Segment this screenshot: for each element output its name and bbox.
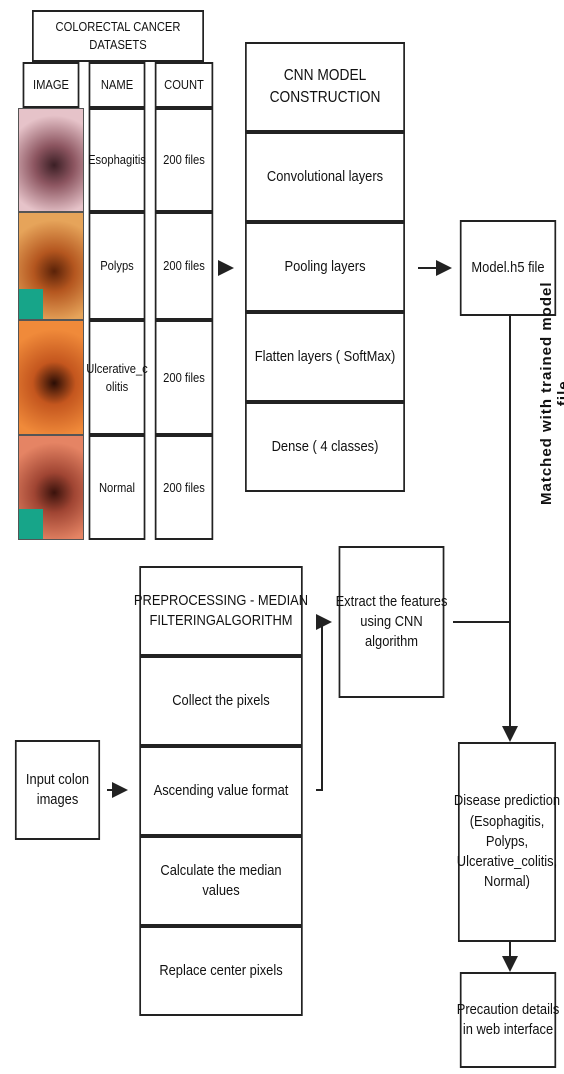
dataset-header-count: COUNT bbox=[155, 62, 213, 108]
dataset-thumbnail bbox=[18, 212, 84, 320]
preprocess-step-collect: Collect the pixels bbox=[139, 656, 302, 746]
arrow-preprocess-to-extract bbox=[316, 622, 330, 790]
dataset-row-count: 200 files bbox=[155, 320, 213, 435]
cnn-layer-dense: Dense ( 4 classes) bbox=[245, 402, 405, 492]
cnn-title: CNN MODEL CONSTRUCTION bbox=[245, 42, 405, 132]
dataset-row-name: Ulcerative_c olitis bbox=[89, 320, 146, 435]
extract-features-box: Extract the features using CNN algorithm bbox=[339, 546, 445, 698]
cnn-layer-pooling: Pooling layers bbox=[245, 222, 405, 312]
preprocess-step-ascending: Ascending value format bbox=[139, 746, 302, 836]
preprocess-step-replace: Replace center pixels bbox=[139, 926, 302, 1016]
dataset-thumbnail bbox=[18, 320, 84, 435]
dataset-thumbnail bbox=[18, 108, 84, 212]
dataset-thumbnail bbox=[18, 435, 84, 540]
dataset-row-name: Normal bbox=[89, 435, 146, 540]
dataset-row-count: 200 files bbox=[155, 212, 213, 320]
dataset-row-count: 200 files bbox=[155, 435, 213, 540]
preprocessing-title: PREPROCESSING - MEDIAN FILTERINGALGORITH… bbox=[139, 566, 302, 656]
dataset-header-name: NAME bbox=[89, 62, 146, 108]
cnn-layer-flatten: Flatten layers ( SoftMax) bbox=[245, 312, 405, 402]
preprocess-step-median: Calculate the median values bbox=[139, 836, 302, 926]
dataset-row-name: Polyps bbox=[89, 212, 146, 320]
dataset-title: COLORECTAL CANCER DATASETS bbox=[32, 10, 204, 62]
disease-prediction-box: Disease prediction (Esophagitis, Polyps,… bbox=[458, 742, 556, 942]
dataset-row-count: 200 files bbox=[155, 108, 213, 212]
input-images-box: Input colon images bbox=[15, 740, 100, 840]
matched-label: Matched with trained model file bbox=[538, 281, 564, 505]
dataset-row-name: Esophagitis bbox=[89, 108, 146, 212]
cnn-layer-conv: Convolutional layers bbox=[245, 132, 405, 222]
thumbnail-marker bbox=[19, 289, 43, 319]
dataset-header-image: IMAGE bbox=[23, 62, 80, 108]
thumbnail-marker bbox=[19, 509, 43, 539]
precaution-box: Precaution details in web interface bbox=[460, 972, 556, 1068]
